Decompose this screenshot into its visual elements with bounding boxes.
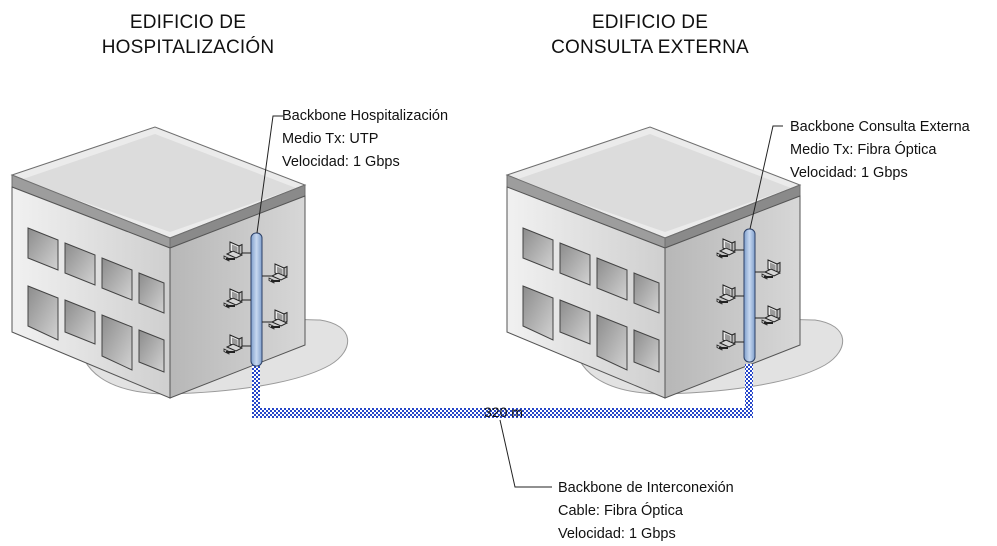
- riser-hospitalizacion: [242, 232, 272, 367]
- callout-line: [499, 419, 552, 488]
- title-line: CONSULTA EXTERNA: [551, 37, 749, 58]
- backbone-speed: Velocidad: 1 Gbps: [282, 154, 400, 170]
- title-line: EDIFICIO DE: [129, 12, 247, 33]
- backbone-note-consulta-externa: Backbone Consulta Externa Medio Tx: Fibr…: [790, 116, 970, 185]
- link-cable: Cable: Fibra Óptica: [558, 503, 683, 519]
- building-title-consulta-externa: EDIFICIO DE CONSULTA EXTERNA: [520, 10, 780, 60]
- backbone-medium: Medio Tx: UTP: [282, 131, 379, 147]
- callout-line: [256, 115, 283, 234]
- link-distance-label: 320 m: [484, 404, 523, 420]
- interconnection-link: [252, 364, 753, 418]
- link-name: Backbone de Interconexión: [558, 480, 734, 496]
- title-line: HOSPITALIZACIÓN: [101, 37, 275, 58]
- backbone-name: Backbone Consulta Externa: [790, 119, 970, 135]
- backbone-note-hospitalizacion: Backbone Hospitalización Medio Tx: UTP V…: [282, 105, 448, 174]
- backbone-name: Backbone Hospitalización: [282, 108, 449, 124]
- interconnection-note: Backbone de Interconexión Cable: Fibra Ó…: [558, 477, 734, 546]
- backbone-speed: Velocidad: 1 Gbps: [790, 165, 908, 181]
- title-line: EDIFICIO DE: [591, 12, 709, 33]
- building-hospitalizacion: [10, 126, 307, 399]
- building-consulta-externa: [505, 126, 802, 399]
- riser-consulta-externa: [735, 228, 765, 363]
- building-title-hospitalizacion: EDIFICIO DE HOSPITALIZACIÓN: [58, 10, 318, 60]
- callout-line: [749, 125, 783, 230]
- backbone-medium: Medio Tx: Fibra Óptica: [790, 142, 937, 158]
- link-speed: Velocidad: 1 Gbps: [558, 526, 676, 542]
